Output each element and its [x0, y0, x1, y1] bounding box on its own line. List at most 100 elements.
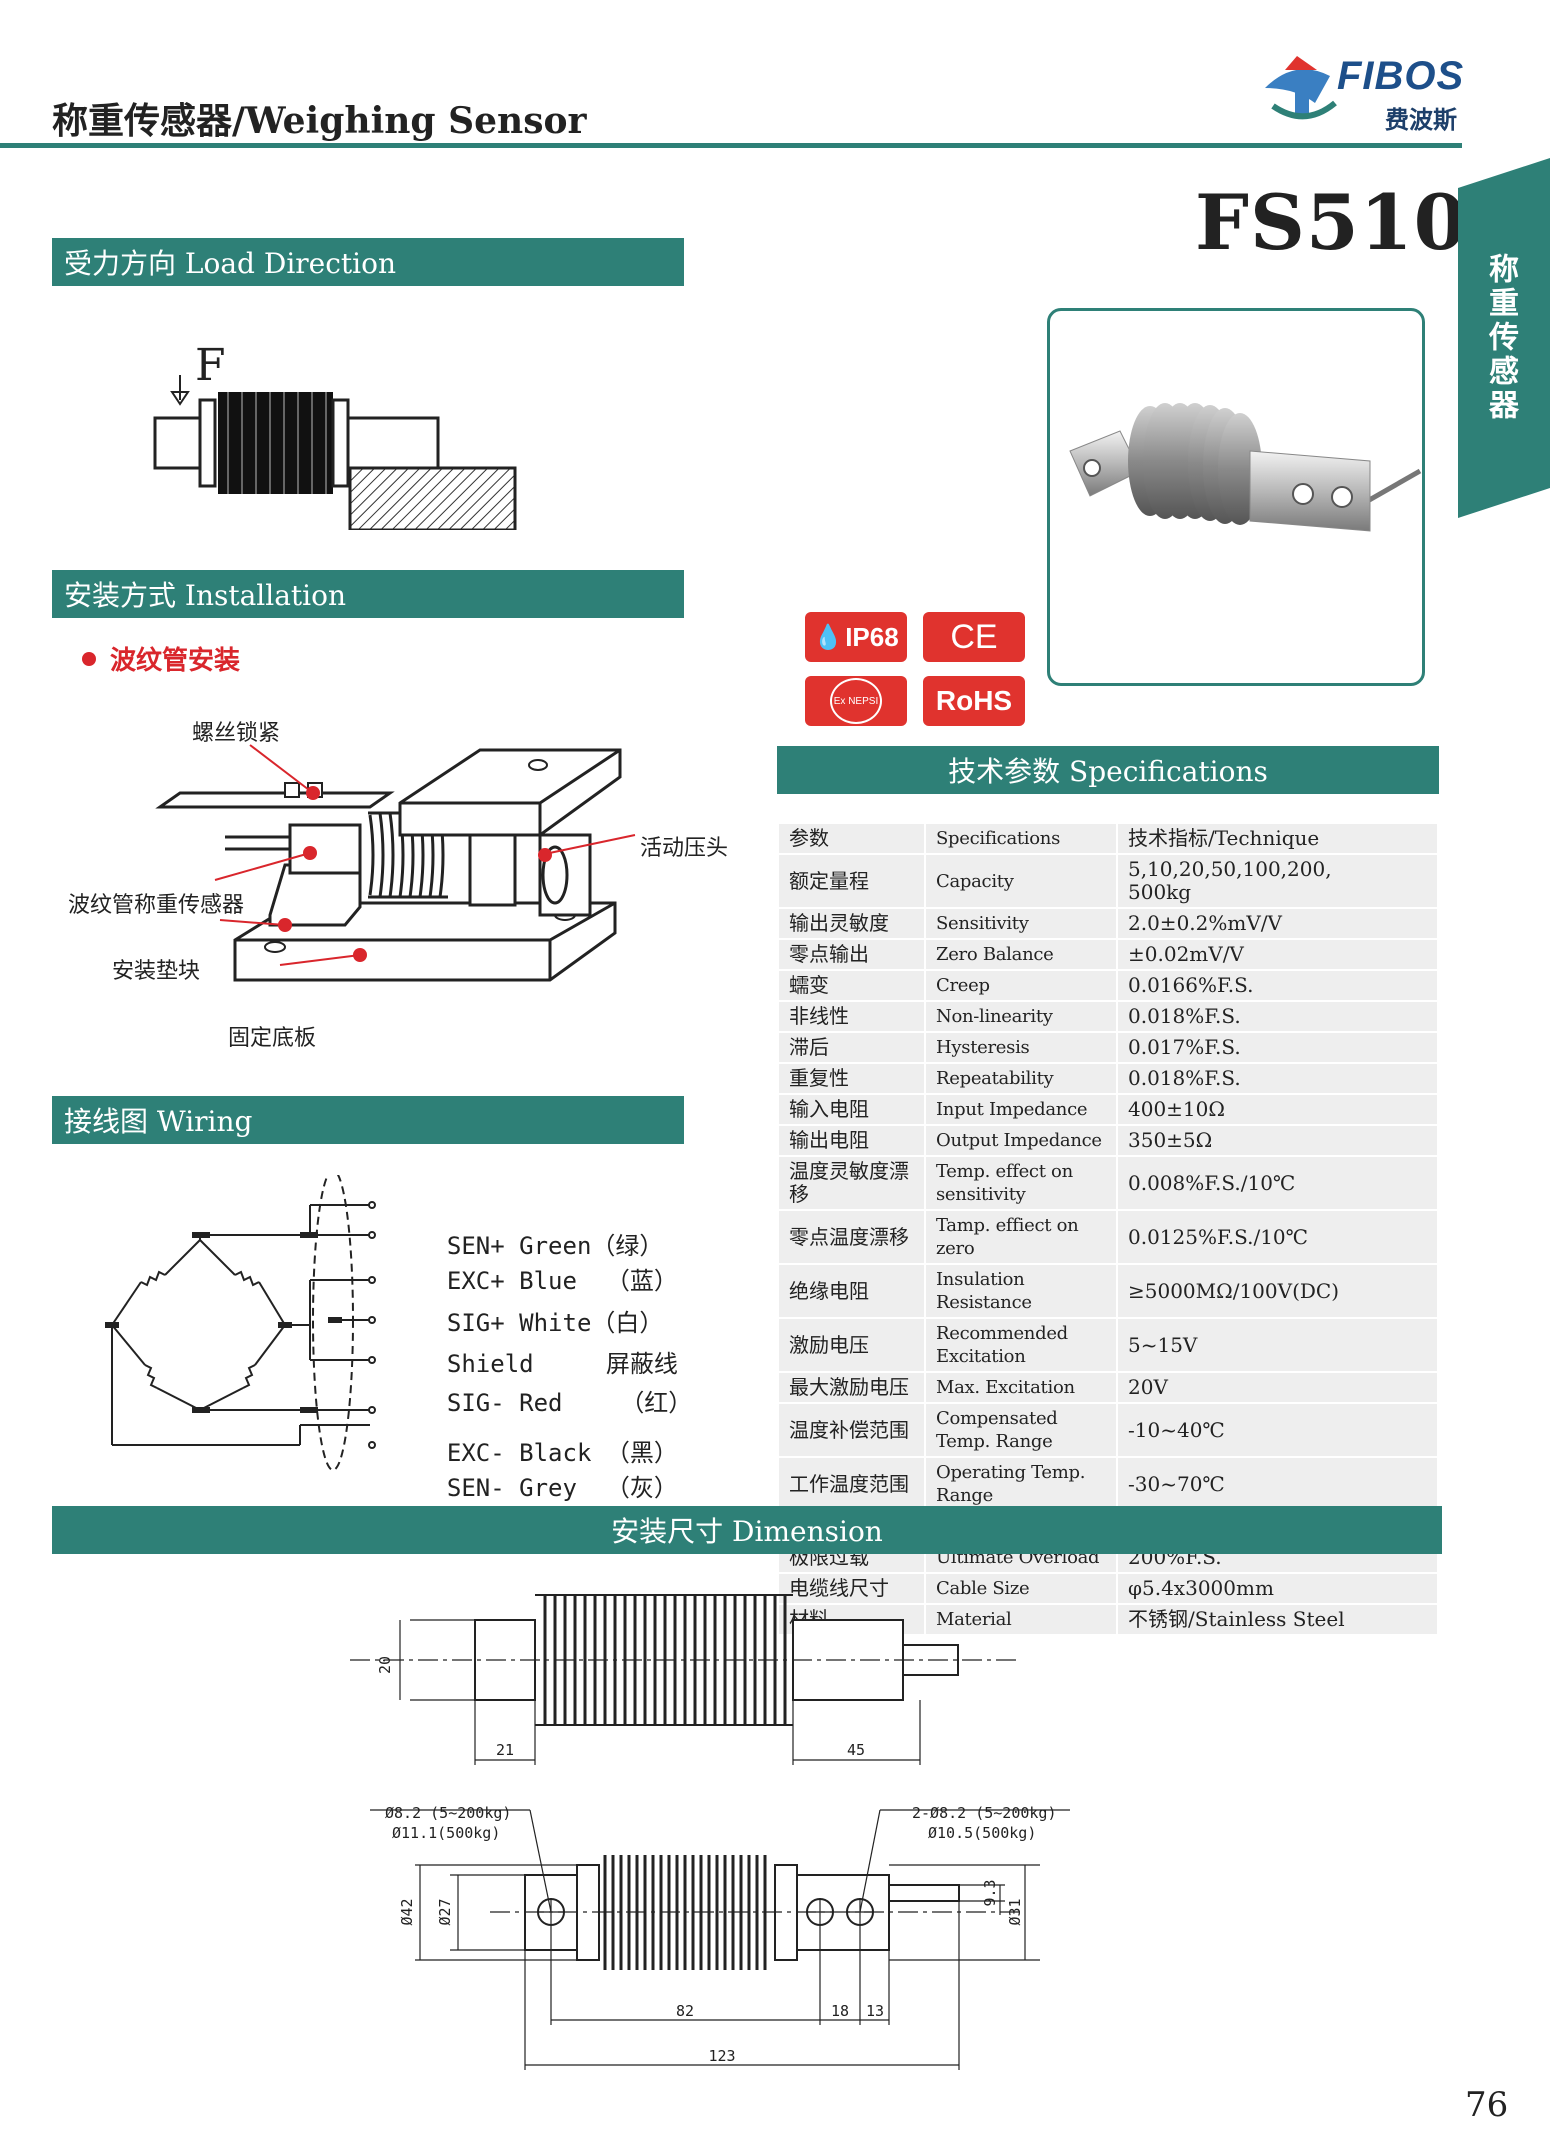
dim-d-right: Ø31 [1006, 1898, 1024, 1925]
spec-value: ≥5000MΩ/100V(DC) [1116, 1263, 1439, 1319]
ex-nepsi-icon: Ex NEPSI [830, 678, 882, 724]
installation-diagram: 螺丝锁紧 活动压头 波纹管称重传感器 安装垫块 固定底板 [60, 715, 750, 1060]
spec-param-en: Material [924, 1603, 1118, 1636]
label-mount-block: 安装垫块 [112, 959, 201, 984]
spec-param-en: Insulation Resistance [924, 1263, 1118, 1319]
brand-latin: FIBOS [1337, 54, 1465, 98]
dim-d-inner: Ø27 [436, 1898, 454, 1925]
load-direction-svg [153, 375, 517, 532]
spec-param-cn: 非线性 [777, 1000, 926, 1033]
badge-ip68: 💧 IP68 [805, 612, 907, 662]
spec-param-cn: 激励电压 [777, 1317, 926, 1373]
spec-value: 0.008%F.S./10℃ [1116, 1155, 1439, 1211]
spec-param-en: Hysteresis [924, 1031, 1118, 1064]
dim-d-outer: Ø42 [398, 1898, 416, 1925]
spec-param-cn: 输出电阻 [777, 1124, 926, 1157]
dim-h-small: 9.3 [981, 1879, 999, 1906]
product-photo [1047, 308, 1425, 686]
spec-value: 0.018%F.S. [1116, 1000, 1439, 1033]
wire-row-sen-plus: SEN+ Green（绿） [446, 1232, 664, 1260]
spec-value: 20V [1116, 1371, 1439, 1404]
spec-param-cn: 温度灵敏度漂移 [777, 1155, 926, 1211]
brand-logo: FIBOS 费波斯 [1255, 48, 1470, 138]
spec-value: -30~70℃ [1116, 1456, 1439, 1512]
water-drop-icon: 💧 [813, 623, 844, 651]
page-header-title: 称重传感器/Weighing Sensor [52, 100, 587, 142]
brand-cn: 费波斯 [1385, 105, 1457, 134]
label-base-plate: 固定底板 [228, 1026, 317, 1051]
spec-param-cn: 最大激励电压 [777, 1371, 926, 1404]
dim-top-right: 45 [847, 1741, 865, 1759]
side-tab-label: 称重传感器 [1483, 253, 1518, 423]
spec-value: 0.017%F.S. [1116, 1031, 1439, 1064]
dim-top-left: 21 [496, 1741, 514, 1759]
spec-param-cn: 额定量程 [777, 853, 926, 909]
page-number: 76 [1465, 2085, 1509, 2125]
installation-svg [155, 744, 636, 982]
load-cell-photo-icon [1069, 403, 1422, 532]
installation-bullet: 波纹管安装 [82, 640, 240, 677]
installation-bullet-text: 波纹管安装 [110, 646, 241, 676]
spec-value: 350±5Ω [1116, 1124, 1439, 1157]
spec-param-cn: 电缆线尺寸 [777, 1572, 926, 1605]
spec-param-cn: 滞后 [777, 1031, 926, 1064]
bullet-dot-icon [82, 651, 96, 666]
dim-hole-right-2: Ø10.5(500kg) [928, 1824, 1036, 1842]
spec-param-cn: 工作温度范围 [777, 1456, 926, 1512]
label-screw-lock: 螺丝锁紧 [192, 721, 281, 746]
wire-row-shield: Shield 屏蔽线 [446, 1350, 678, 1378]
spec-param-en: Input Impedance [924, 1093, 1118, 1126]
section-installation: 安装方式 Installation [52, 570, 684, 618]
spec-value: 2.0±0.2%mV/V [1116, 907, 1439, 940]
dim-l-18: 18 [831, 2002, 849, 2020]
section-specifications: 技术参数 Specifications [777, 746, 1439, 794]
section-dimension: 安装尺寸 Dimension [52, 1506, 1442, 1554]
dim-top-height: 20 [376, 1656, 394, 1674]
wire-row-sen-minus: SEN- Grey （灰） [446, 1474, 678, 1502]
dim-l-82: 82 [676, 2002, 694, 2020]
dimension-svg: 20 21 45 [350, 1594, 1070, 2070]
label-movable-head: 活动压头 [640, 836, 729, 861]
section-wiring: 接线图 Wiring [52, 1096, 684, 1144]
spec-param-cn: 绝缘电阻 [777, 1263, 926, 1319]
spec-param-cn: 零点输出 [777, 938, 926, 971]
side-tab-shape [1458, 158, 1550, 518]
label-bellows-sensor: 波纹管称重传感器 [68, 893, 245, 918]
spec-param-cn: 重复性 [777, 1062, 926, 1095]
badge-ex: Ex NEPSI [805, 676, 907, 726]
spec-value: 5~15V [1116, 1317, 1439, 1373]
spec-param-cn: 输入电阻 [777, 1093, 926, 1126]
spec-value: -10~40℃ [1116, 1402, 1439, 1458]
spec-value: 5,10,20,50,100,200, 500kg [1116, 853, 1439, 909]
spec-value: 技术指标/Technique [1116, 822, 1439, 855]
spec-param-cn: 温度补偿范围 [777, 1402, 926, 1458]
side-tab: 称重传感器 [1458, 158, 1550, 518]
load-direction-diagram: F [150, 330, 520, 532]
dim-l-total: 123 [708, 2047, 735, 2065]
model-title: FS510 [1195, 178, 1468, 267]
spec-param-en: Temp. effect on sensitivity [924, 1155, 1118, 1211]
spec-value: φ5.4x3000mm [1116, 1572, 1439, 1605]
fibos-logo-icon [1265, 56, 1337, 120]
spec-param-cn: 蠕变 [777, 969, 926, 1002]
dim-l-13: 13 [866, 2002, 884, 2020]
badge-rohs: RoHS [923, 676, 1025, 726]
dimension-drawing: 20 21 45 [300, 1570, 1200, 2070]
wire-row-sig-plus: SIG+ White（白） [446, 1309, 664, 1337]
spec-value: 400±10Ω [1116, 1093, 1439, 1126]
spec-param-en: Cable Size [924, 1572, 1118, 1605]
spec-value: 0.0125%F.S./10℃ [1116, 1209, 1439, 1265]
